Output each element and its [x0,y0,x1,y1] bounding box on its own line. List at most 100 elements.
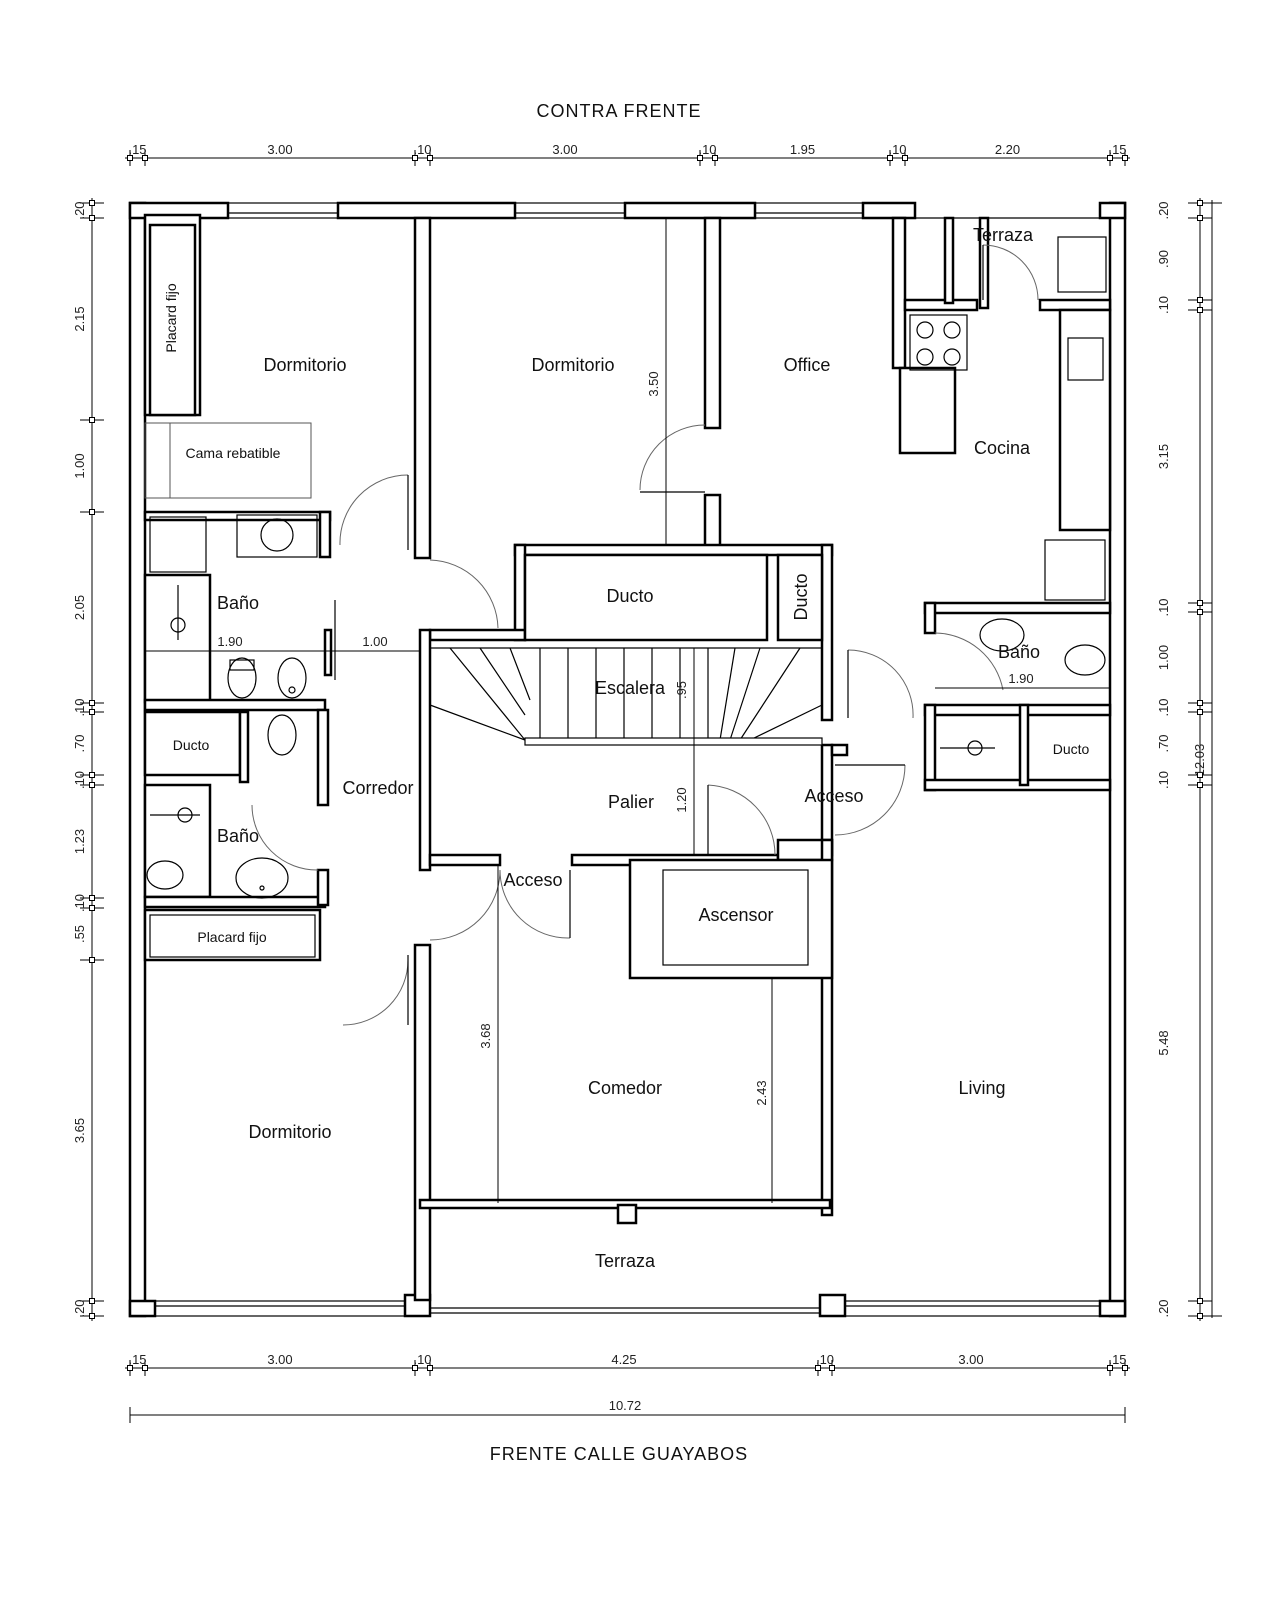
dimension-node [89,1313,95,1319]
dimension-node [1197,600,1203,606]
room-ascensor: Ascensor [698,905,773,925]
room-bano-right: Baño [998,642,1040,662]
room-ducto-left: Ducto [173,737,210,753]
stove-icon [909,314,968,371]
dimension-label: .70 [72,734,87,752]
title-frente: FRENTE CALLE GUAYABOS [490,1444,748,1464]
ducto-stair-box [523,553,769,642]
sink-icon [979,618,1025,652]
dimension-label: .15 [1108,1352,1126,1367]
cama-rebatible [144,422,312,499]
room-ducto-vertical: Ducto [791,573,811,620]
dimension-label: .10 [1156,698,1171,716]
dimension-label: .10 [1156,598,1171,616]
dimension-label: .20 [72,1299,87,1317]
room-dormitorio-1: Dormitorio [263,355,346,375]
dimension-label: .20 [1156,201,1171,219]
toilet-icon [227,657,257,699]
dimension-node [1107,1365,1113,1371]
interior-dimension-lines [145,218,1110,1203]
dimension-node [427,1365,433,1371]
dimension-label: .90 [1156,250,1171,268]
dimension-label: .10 [1156,771,1171,789]
dimension-node [1197,297,1203,303]
placard-bottom [149,914,316,958]
dimension-label: .10 [888,142,906,157]
dimension-total-width: 10.72 [609,1398,642,1413]
dimension-node [89,417,95,423]
dimension-node [89,957,95,963]
dimension-label: .20 [1156,1299,1171,1317]
dimension-node [1197,200,1203,206]
room-bano-left-1: Baño [217,593,259,613]
ducto-vertical-box [776,553,824,642]
shower-icon [150,807,200,823]
dimension-label: 3.00 [552,142,577,157]
dimension-node [89,709,95,715]
dimension-label: .15 [1108,142,1126,157]
dimension-node [815,1365,821,1371]
dimension-node [127,1365,133,1371]
dimension-node [1197,215,1203,221]
room-ducto-stair: Ducto [606,586,653,606]
door-arcs [251,244,1039,1026]
dimension-label: .10 [816,1352,834,1367]
stair-steps [429,647,823,746]
dimension-node [427,155,433,161]
room-escalera: Escalera [595,678,666,698]
dimension-label: 3.00 [267,142,292,157]
dimension-label: 1.23 [72,829,87,854]
windows [154,202,1101,1317]
dimension-node [1197,700,1203,706]
interior-walls [143,213,1112,1302]
dimension-node [697,155,703,161]
dimension-node [712,155,718,161]
label-cama-rebatible: Cama rebatible [186,445,281,461]
dimension-label: 2.15 [72,306,87,331]
shower-icon [940,740,995,756]
dimension-node [887,155,893,161]
room-ducto-right: Ducto [1053,741,1090,757]
dim-living-depth: 2.43 [754,1080,769,1105]
room-dormitorio-3: Dormitorio [248,1122,331,1142]
dim-corridor-width: 1.00 [362,634,387,649]
room-acceso-right: Acceso [804,786,863,806]
dim-palier-depth: 1.20 [674,787,689,812]
dimension-node [829,1365,835,1371]
dimension-node [89,509,95,515]
dimension-label: 1.00 [1156,645,1171,670]
dimension-node [89,215,95,221]
room-bano-left-2: Baño [217,826,259,846]
dimension-node [1122,1365,1128,1371]
room-acceso-left: Acceso [503,870,562,890]
dimension-label: .10 [413,142,431,157]
dimension-node [127,155,133,161]
toilet-icon [1064,644,1106,676]
dimension-node [902,155,908,161]
dimension-node [89,200,95,206]
room-cocina: Cocina [974,438,1031,458]
washer-icon [1057,236,1107,293]
dimension-node [1197,609,1203,615]
label-placard-bottom: Placard fijo [197,929,266,945]
dim-dorm-height: 3.50 [646,371,661,396]
dimension-label: 1.00 [72,453,87,478]
dimension-node [1197,772,1203,778]
title-contra-frente: CONTRA FRENTE [536,101,701,121]
dimension-node [412,1365,418,1371]
toilet-icon [267,714,297,756]
dimension-label: 3.00 [267,1352,292,1367]
dimension-node [1122,155,1128,161]
dimension-label: 1.95 [790,142,815,157]
dimension-total-height: 12.03 [1192,744,1207,777]
dimension-label: .15 [128,1352,146,1367]
dimension-label: .20 [72,201,87,219]
dimension-label: 2.05 [72,595,87,620]
dim-bath-left-width: 1.90 [217,634,242,649]
dimension-label: 5.48 [1156,1030,1171,1055]
dimension-label: 2.20 [995,142,1020,157]
dimension-node [1197,709,1203,715]
dimension-node [142,155,148,161]
dimension-label: .10 [72,771,87,789]
